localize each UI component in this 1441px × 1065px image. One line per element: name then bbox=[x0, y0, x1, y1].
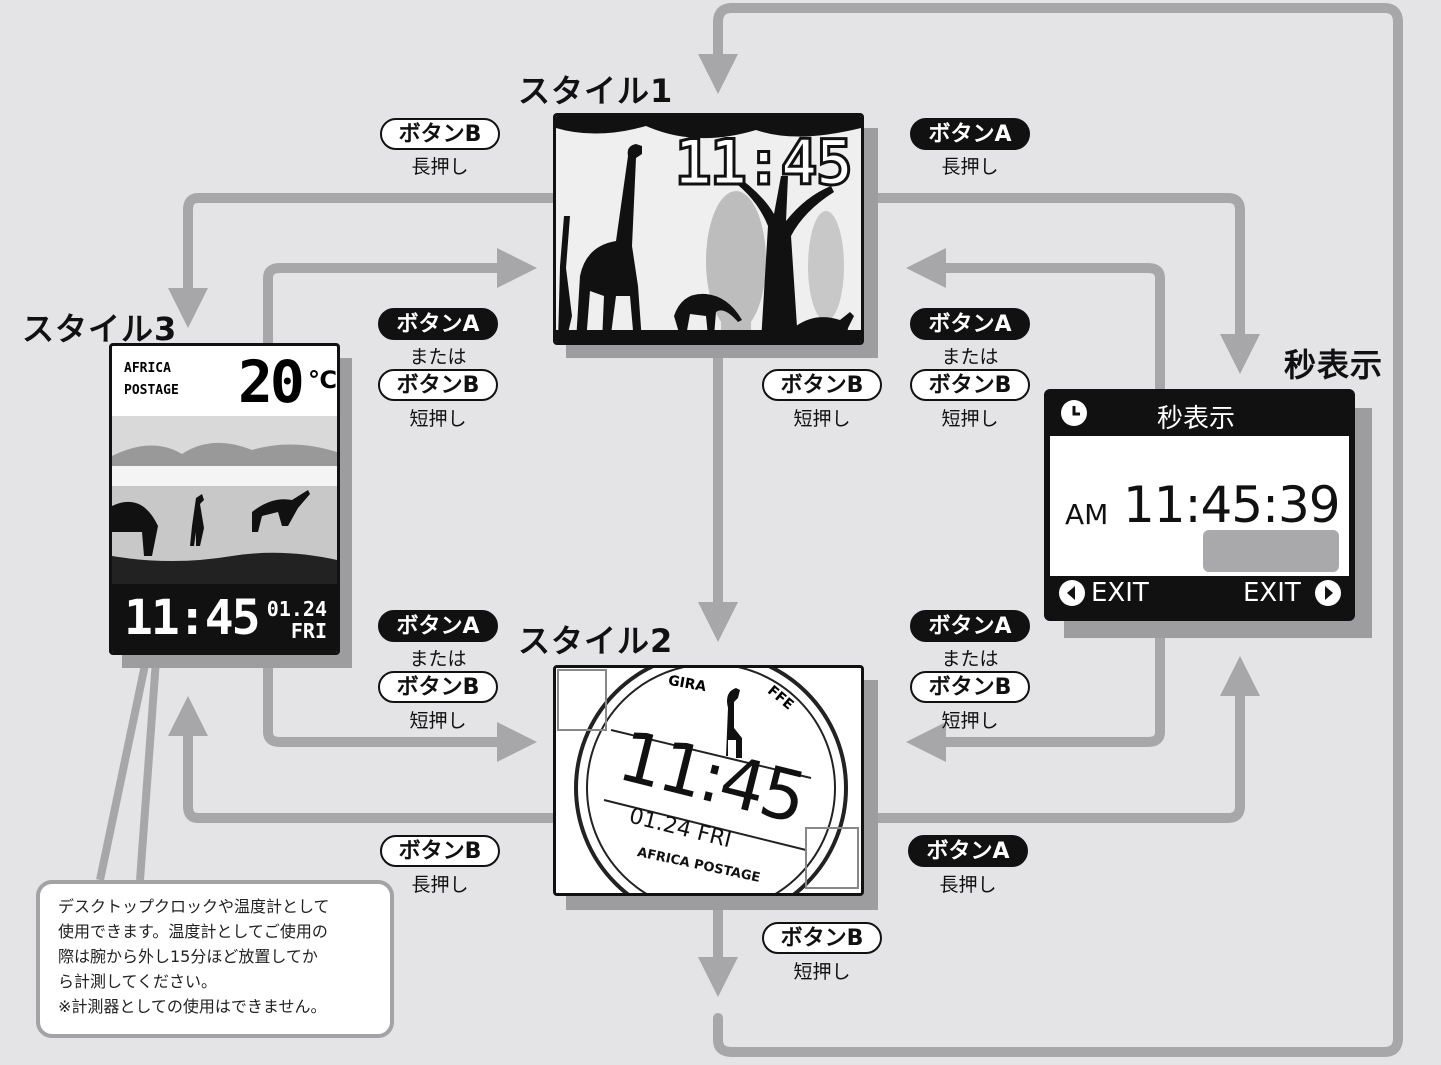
seconds-title: 秒表示 bbox=[1284, 346, 1384, 384]
savanna-scene bbox=[556, 116, 861, 342]
label-a-sec-s1: ボタンA bbox=[910, 308, 1030, 340]
note-short-sec-s1: 短押し bbox=[941, 408, 999, 430]
arrow-s2-to-seconds bbox=[863, 656, 1260, 823]
label-b-s3-s1: ボタンB bbox=[378, 369, 498, 401]
callout-line: 際は腕から外し15分ほど放置してか bbox=[58, 947, 318, 966]
style3-temp-unit: ℃ bbox=[308, 366, 338, 394]
arrow-s2-to-s3 bbox=[168, 696, 557, 823]
note-short-sec-s2: 短押し bbox=[941, 710, 999, 732]
style3-screen: AFRICA POSTAGE 20 ℃ 11:45 01.24 FRI bbox=[109, 343, 340, 655]
label-a-s3-s2: ボタンA bbox=[378, 610, 498, 642]
style1-screen: 11:45 bbox=[553, 113, 864, 345]
arrow-seconds-to-s1 bbox=[906, 248, 1165, 393]
note-short-s1-s2: 短押し bbox=[793, 408, 851, 430]
label-a-s3-s1: ボタンA bbox=[378, 308, 498, 340]
seconds-time: 11:45:39 bbox=[1123, 476, 1341, 534]
style2-screen: GIRA FFE 11:45 01.24 FRI AFRICA POSTAGE bbox=[553, 665, 864, 896]
style3-time: 11:45 bbox=[124, 590, 260, 646]
exit-left-label: EXIT bbox=[1091, 578, 1149, 608]
seconds-screen: 秒表示 AM 11:45:39 EXIT EXIT bbox=[1044, 389, 1355, 621]
label-b-s2-s1: ボタンB bbox=[762, 922, 882, 954]
note-or-s3-s1: または bbox=[409, 346, 467, 368]
label-b-s1-s2: ボタンB bbox=[762, 369, 882, 401]
style3-footer bbox=[112, 584, 337, 652]
label-a-s2-sec: ボタンA bbox=[908, 835, 1028, 867]
style3-brand: AFRICA POSTAGE bbox=[124, 358, 179, 402]
arrow-s1-to-seconds bbox=[863, 193, 1260, 374]
label-b-s1-s3: ボタンB bbox=[380, 118, 500, 150]
exit-right-icon bbox=[1315, 580, 1341, 606]
callout-pointer bbox=[96, 659, 160, 881]
note-long-s2-s3: 長押し bbox=[411, 874, 469, 896]
note-short-s2-s1: 短押し bbox=[793, 961, 851, 983]
arrow-outer-loop bbox=[698, 3, 1403, 1057]
style3-date: 01.24 bbox=[266, 597, 327, 621]
style3-day: FRI bbox=[290, 619, 327, 643]
seconds-header: 秒表示 bbox=[1157, 404, 1236, 434]
exit-left-icon bbox=[1059, 580, 1085, 606]
style1-title: スタイル1 bbox=[518, 72, 674, 110]
label-b-sec-s2: ボタンB bbox=[910, 671, 1030, 703]
note-short-s3-s1: 短押し bbox=[409, 408, 467, 430]
style3-title: スタイル3 bbox=[22, 310, 178, 348]
note-long-s1-s3: 長押し bbox=[411, 156, 469, 178]
callout-line: 使用できます。温度計としてご使用の bbox=[58, 922, 328, 941]
note-or-sec-s2: または bbox=[941, 648, 999, 670]
style2-title: スタイル2 bbox=[518, 622, 674, 660]
callout-line: デスクトップクロックや温度計として bbox=[58, 897, 330, 916]
note-or-sec-s1: または bbox=[941, 346, 999, 368]
callout-line: ら計測してください。 bbox=[58, 972, 218, 991]
note-or-s3-s2: または bbox=[409, 648, 467, 670]
waterhole-scene bbox=[112, 416, 337, 586]
postage-stamp-art bbox=[556, 668, 861, 893]
label-b-s3-s2: ボタンB bbox=[378, 671, 498, 703]
arrow-seconds-to-s2 bbox=[906, 615, 1165, 762]
usage-callout: デスクトップクロックや温度計として 使用できます。温度計としてご使用の 際は腕か… bbox=[36, 880, 394, 1038]
style3-date-block: 01.24 FRI bbox=[267, 598, 327, 642]
style1-time: 11:45 bbox=[673, 125, 855, 201]
style3-temp: 20 bbox=[238, 348, 305, 416]
clock-icon bbox=[1061, 400, 1087, 426]
label-b-s2-s3: ボタンB bbox=[380, 835, 500, 867]
note-long-s1-sec: 長押し bbox=[941, 156, 999, 178]
seconds-grey-bar bbox=[1203, 530, 1339, 572]
arrow-s3-to-s2 bbox=[263, 650, 537, 762]
exit-right-label: EXIT bbox=[1243, 578, 1301, 608]
label-a-sec-s2: ボタンA bbox=[910, 610, 1030, 642]
arrow-s1-to-s3 bbox=[168, 193, 557, 328]
note-long-s2-sec: 長押し bbox=[939, 874, 997, 896]
arrow-s3-to-s1 bbox=[263, 248, 537, 349]
label-a-s1-sec: ボタンA bbox=[910, 118, 1030, 150]
callout-line: ※計測器としての使用はできません。 bbox=[58, 997, 327, 1016]
brand-line2: POSTAGE bbox=[124, 383, 179, 398]
label-b-sec-s1: ボタンB bbox=[910, 369, 1030, 401]
brand-line1: AFRICA bbox=[124, 361, 171, 376]
note-short-s3-s2: 短押し bbox=[409, 710, 467, 732]
seconds-ampm: AM bbox=[1065, 498, 1109, 531]
